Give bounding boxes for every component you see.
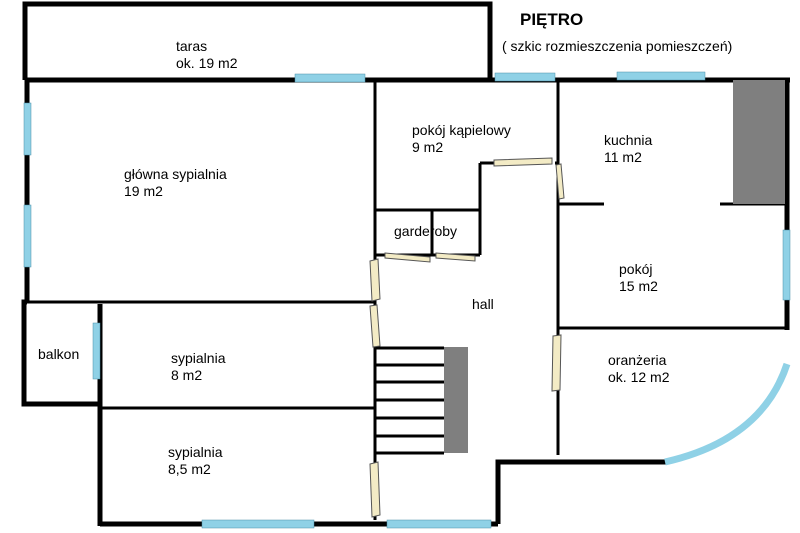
- window: [201, 519, 315, 529]
- room-area: 8,5 m2: [168, 461, 211, 477]
- chimney: [733, 80, 785, 204]
- room-area: 15 m2: [619, 278, 658, 294]
- page-title: PIĘTRO: [520, 10, 584, 29]
- page-subtitle: ( szkic rozmieszczenia pomieszczeń): [502, 38, 733, 54]
- room-label-glowna-sypialnia: główna sypialnia 19 m2: [124, 166, 227, 200]
- room-label-lazienka: pokój kąpielowy 9 m2: [412, 122, 511, 156]
- window: [23, 102, 32, 156]
- conservatory-window: [664, 362, 791, 466]
- room-label-oranzeria: oranżeria ok. 12 m2: [608, 352, 669, 386]
- windows: [23, 71, 791, 529]
- room-area: 11 m2: [604, 149, 642, 165]
- room-name: pokój kąpielowy: [412, 122, 511, 138]
- room-name: taras: [176, 38, 208, 54]
- room-label-garderoby: garderoby: [394, 223, 457, 240]
- room-area: ok. 12 m2: [608, 369, 670, 385]
- window: [386, 519, 492, 529]
- room-area: ok. 19 m2: [176, 55, 238, 71]
- room-label-sypialnia-8: sypialnia 8 m2: [171, 350, 225, 384]
- room-area: 8 m2: [171, 367, 203, 383]
- door: [555, 163, 565, 200]
- door: [384, 252, 431, 263]
- doors: [369, 157, 565, 518]
- room-area: 9 m2: [412, 139, 444, 155]
- door: [369, 304, 381, 348]
- room-label-sypialnia-8-5: sypialnia 8,5 m2: [168, 444, 222, 478]
- room-name: główna sypialnia: [124, 166, 227, 182]
- window: [494, 72, 556, 82]
- door: [435, 252, 476, 262]
- room-label-balkon: balkon: [38, 346, 79, 363]
- room-name: sypialnia: [168, 444, 223, 460]
- room-name: balkon: [38, 346, 80, 362]
- room-label-pokoj: pokój 15 m2: [619, 261, 658, 295]
- room-name: garderoby: [394, 223, 458, 239]
- room-label-taras: taras ok. 19 m2: [176, 38, 237, 72]
- room-label-kuchnia: kuchnia 11 m2: [604, 132, 652, 166]
- window: [782, 229, 791, 301]
- room-name: hall: [472, 296, 494, 312]
- door: [551, 334, 562, 392]
- window: [616, 71, 706, 81]
- window: [92, 322, 101, 380]
- room-label-hall: hall: [472, 296, 494, 313]
- door: [369, 258, 381, 302]
- stairs: [375, 346, 468, 455]
- room-area: 19 m2: [124, 183, 163, 199]
- room-name: oranżeria: [608, 352, 667, 368]
- door: [493, 157, 553, 167]
- room-name: pokój: [619, 261, 653, 277]
- room-name: sypialnia: [171, 350, 226, 366]
- window: [23, 204, 32, 268]
- window: [294, 73, 366, 83]
- room-name: kuchnia: [604, 132, 653, 148]
- terrace-walls: [22, 1, 493, 80]
- door: [369, 461, 381, 518]
